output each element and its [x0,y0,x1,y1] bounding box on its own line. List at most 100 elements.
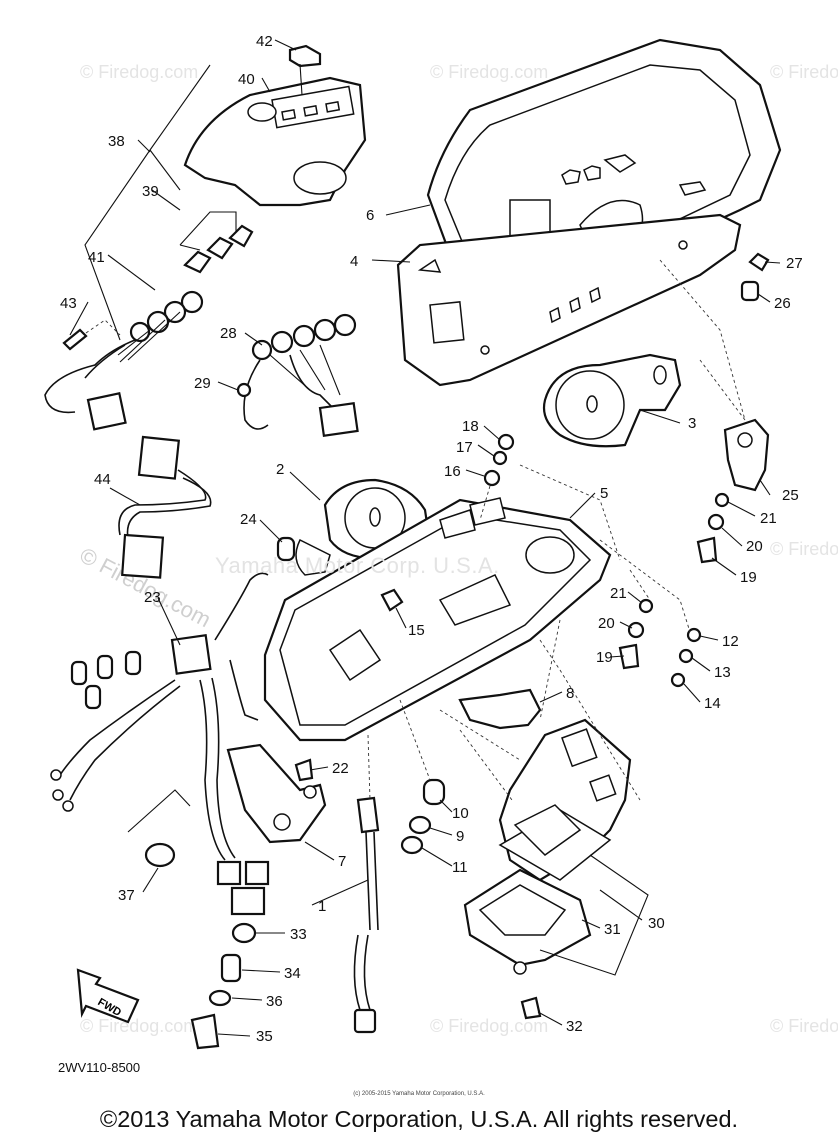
leader-lines [69,39,781,1037]
part-42-cap [288,44,322,68]
part-19-screw-mid [618,643,640,670]
callout-28: 28 [220,325,237,342]
part-20-grommet-mid [627,621,645,639]
watermark-text: © Firedog.com [770,62,838,82]
part-14-washer [670,672,686,688]
bracket-line-37 [127,789,191,833]
callout-35: 35 [256,1028,273,1045]
center-watermark: Yamaha Motor Corp. U.S.A. [215,553,500,578]
callout-40: 40 [238,71,255,88]
part-7-bracket [226,743,327,844]
part-35-bolt [190,1013,220,1050]
watermark-text: © Firedog.com [80,62,198,82]
callout-32: 32 [566,1018,583,1035]
callout-12: 12 [722,633,739,650]
callout-42: 42 [256,33,273,50]
part-3-tachometer [542,353,682,448]
main-copyright: ©2013 Yamaha Motor Corporation, U.S.A. A… [99,1106,739,1132]
callout-9: 9 [456,828,464,845]
fwd-arrow-icon: FWD [76,968,140,1024]
part-31-plate [463,868,592,975]
callout-38: 38 [108,133,125,150]
part-11-washer [400,835,424,855]
part-2-speedometer [295,478,430,576]
part-30-indicator-housing [498,718,632,882]
part-4-lower-cover [396,213,742,387]
callout-34: 34 [284,965,301,982]
callout-5: 5 [600,485,608,502]
callout-44: 44 [94,471,111,488]
callout-21-right: 21 [760,510,777,527]
callout-23: 23 [144,589,161,606]
part-36-washer [208,989,232,1007]
part-28-harness [243,313,359,437]
part-22-screw [294,758,314,782]
part-8-bracket [458,688,542,730]
callout-7: 7 [338,853,346,870]
watermark-text: © Firedog.com [430,62,548,82]
watermark-text: © Firedog.com [770,539,838,559]
callout-31: 31 [604,921,621,938]
part-1-cable [353,734,380,1034]
callout-41: 41 [88,249,105,266]
callout-10: 10 [452,805,469,822]
callout-33: 33 [290,926,307,943]
callout-43: 43 [60,295,77,312]
part-39-bulbs [179,211,254,274]
callout-13: 13 [714,664,731,681]
callout-4: 4 [350,253,358,270]
part-24-bulb [276,536,296,562]
watermark-text: © Firedog.com [770,1016,838,1036]
callout-26: 26 [774,295,791,312]
callout-36: 36 [266,993,283,1010]
callout-20-right: 20 [746,538,763,555]
part-19-screw-right [696,536,718,564]
small-copyright: (c) 2005-2015 Yamaha Motor Corporation, … [353,1091,485,1097]
part-16-screw [483,469,501,487]
part-12-washer [686,627,702,643]
part-18-washer [497,433,515,451]
callout-37: 37 [118,887,135,904]
callout-3: 3 [688,415,696,432]
callout-2: 2 [276,461,284,478]
callout-16: 16 [444,463,461,480]
part-23-main-harness [50,572,270,916]
callout-27: 27 [786,255,803,272]
part-33-grommet [231,922,257,944]
part-21-washer-right [714,492,730,508]
part-20-grommet-right [707,513,725,531]
callout-22: 22 [332,760,349,777]
bracket-line-38b [149,149,181,191]
callout-19-mid: 19 [596,649,613,666]
part-44-harness [118,435,212,579]
part-13-washer [678,648,694,664]
part-37-grommet [144,842,176,868]
part-29-grommet [236,382,252,398]
part-17-washer [492,450,508,466]
bracket-line-30 [539,854,649,976]
callout-25: 25 [782,487,799,504]
part-32-screw [520,996,542,1020]
diagram-code: 2WV110-8500 [58,1060,141,1075]
callout-11: 11 [452,859,468,876]
watermark-text: © Firedog.com [80,1016,198,1036]
callout-8: 8 [566,685,574,702]
bracket-line-38 [84,64,211,341]
watermark-text: © Firedog.com [430,1016,548,1036]
part-9-washer [408,815,432,835]
part-10-grommet [422,778,446,806]
part-27-screw [748,252,770,272]
callout-39: 39 [142,183,159,200]
callout-30: 30 [648,915,665,932]
callout-14: 14 [704,695,721,712]
part-34-collar [220,953,242,983]
callout-1: 1 [318,898,326,915]
callout-20-mid: 20 [598,615,615,632]
callout-15: 15 [408,622,425,639]
part-43-screw [62,319,121,351]
part-41-socket-harness [44,290,204,431]
callout-17: 17 [456,439,473,456]
callout-24: 24 [240,511,257,528]
